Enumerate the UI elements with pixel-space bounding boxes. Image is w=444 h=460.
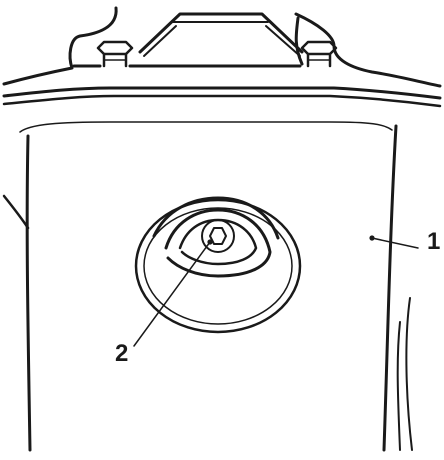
callout-label-1: 1 — [427, 228, 441, 255]
right-mounting-bolt — [300, 40, 338, 68]
drain-plug-boss — [134, 196, 302, 334]
leader-line-2 — [133, 241, 211, 347]
top-cover — [2, 6, 442, 88]
callout-label-2: 2 — [115, 340, 129, 367]
leader-dot-2 — [207, 239, 213, 245]
leader-dot-1 — [369, 235, 375, 241]
left-mounting-bolt — [96, 40, 134, 68]
upper-band-lines — [2, 86, 442, 133]
leader-line-1 — [371, 237, 419, 249]
hex-socket-icon — [209, 227, 227, 245]
housing-body — [2, 124, 413, 452]
